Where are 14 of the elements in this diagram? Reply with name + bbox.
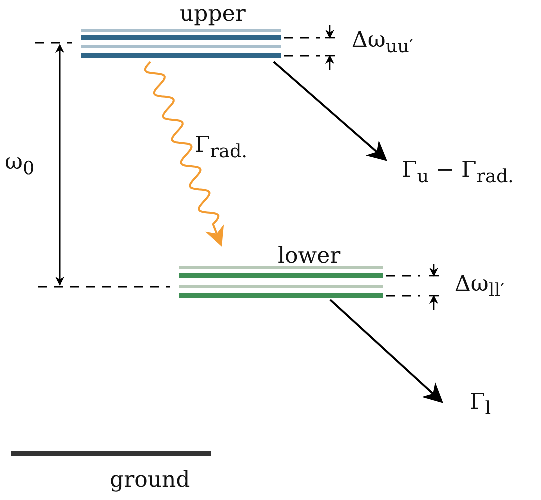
energy-level (10, 450, 212, 494)
level-label: ground (110, 470, 190, 492)
level-label: upper (180, 4, 246, 26)
edge-label: Γ$_{l}$ (470, 392, 492, 419)
level-label: lower (278, 246, 341, 268)
energy-level (178, 246, 384, 300)
splitting-label: Δω$_{uu′}$ (352, 30, 414, 57)
edge-label: Γ$_{u}$ − Γ$_{rad.}$ (402, 160, 514, 187)
dimension-label: ω$_{0}$ (5, 152, 35, 179)
arrow (330, 299, 444, 404)
edge-label: Γ$_{rad.}$ (195, 135, 248, 162)
wavy-arrow (144, 61, 224, 247)
splitting-label: Δω$_{ll′}$ (455, 274, 505, 301)
arrow (273, 61, 388, 162)
